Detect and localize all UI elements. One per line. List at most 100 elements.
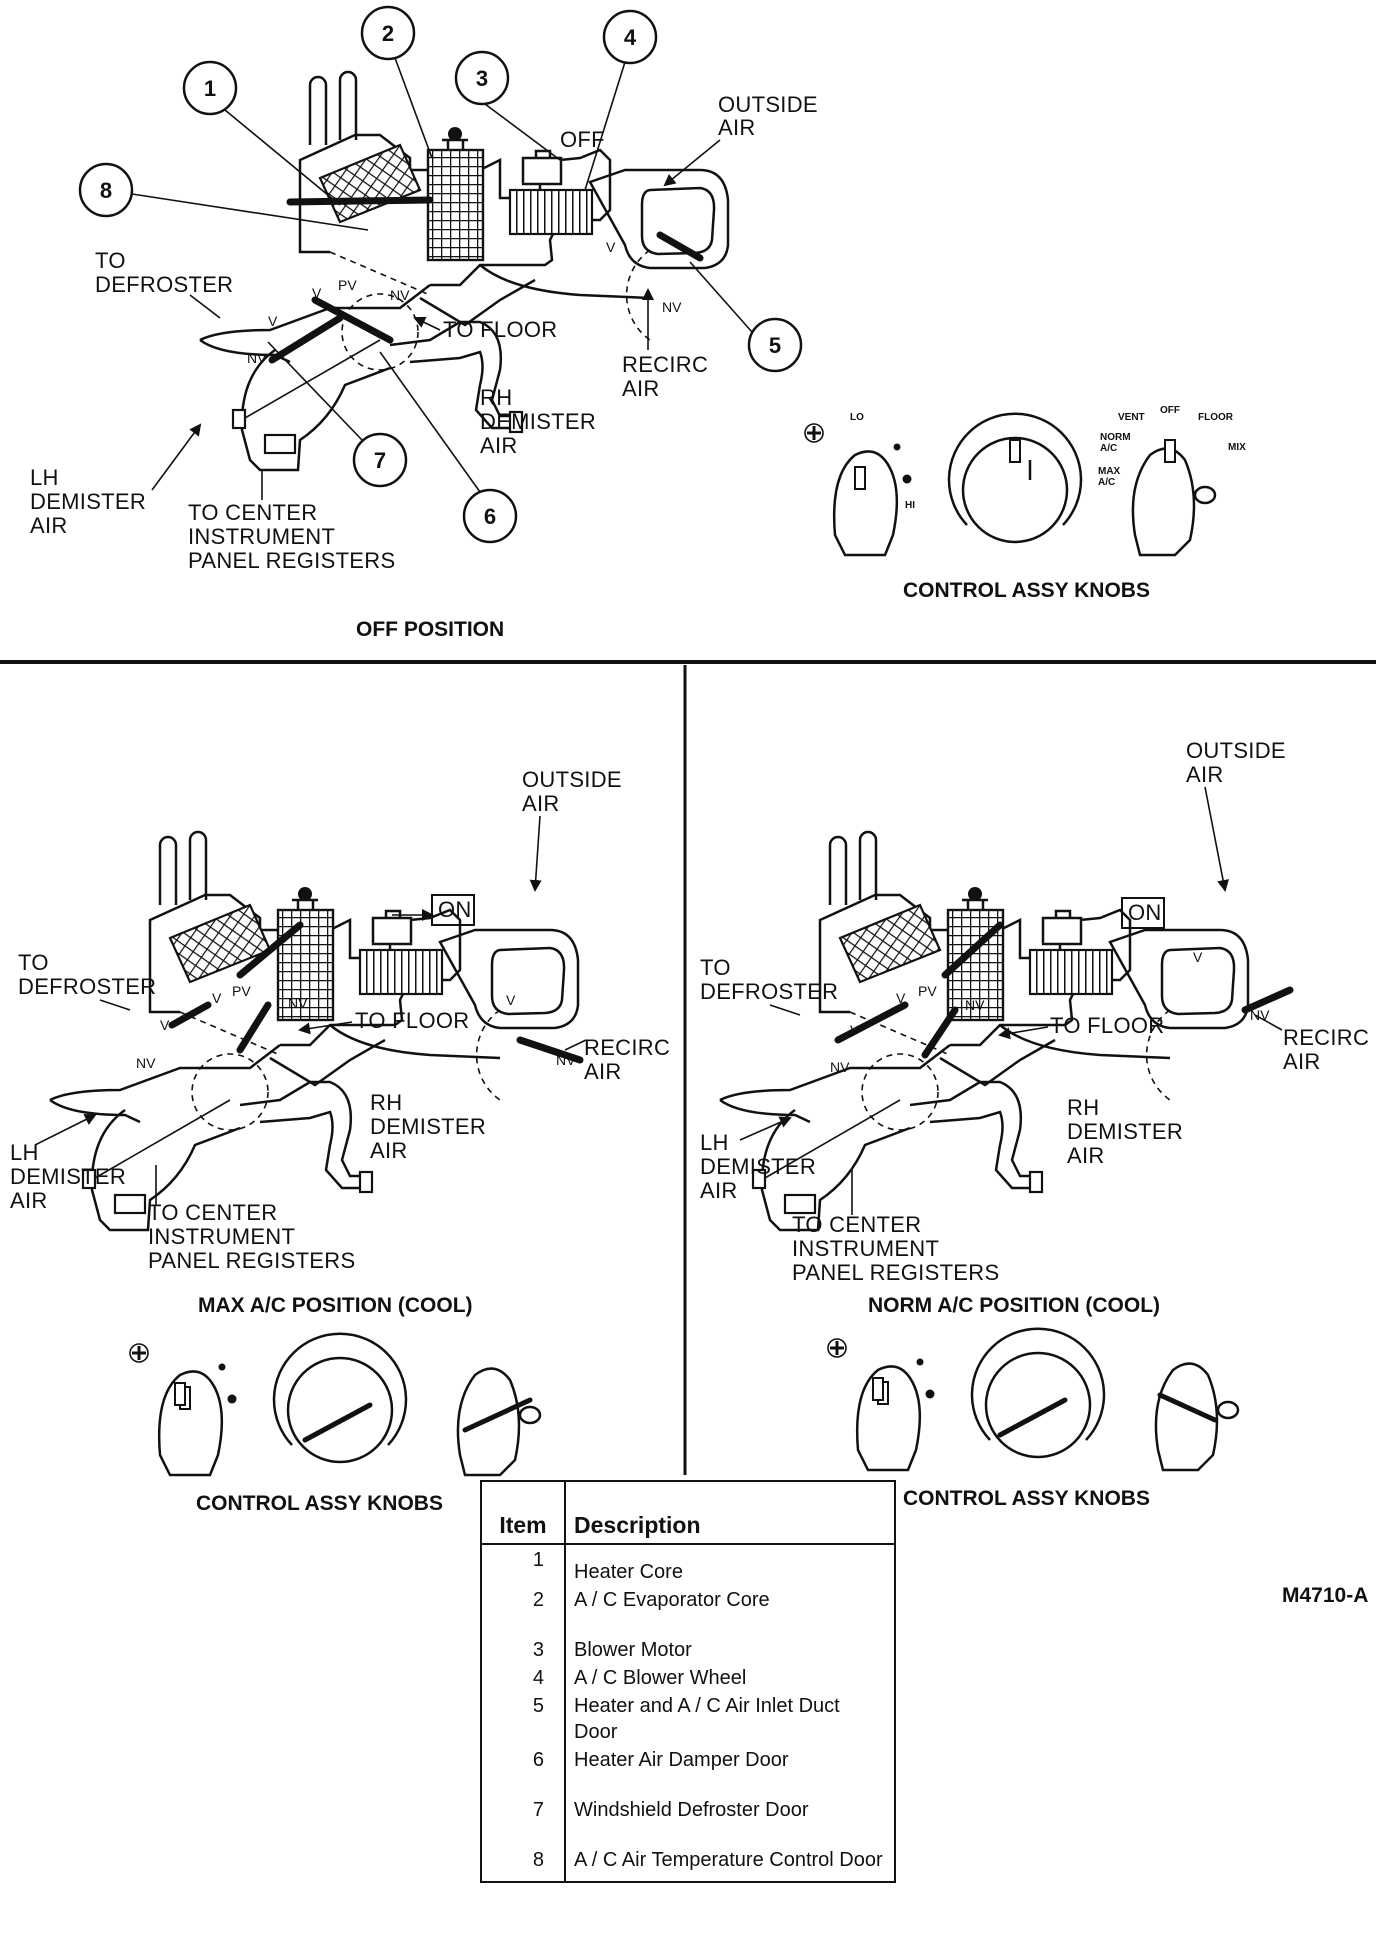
svg-text:2: 2 [382,21,394,46]
svg-text:V: V [506,992,516,1008]
svg-text:RH: RH [1067,1095,1099,1120]
svg-text:OUTSIDE: OUTSIDE [1186,738,1286,763]
svg-text:DEMISTER: DEMISTER [30,489,146,514]
svg-text:TO CENTER: TO CENTER [188,500,317,525]
callout-1: 1 [182,60,238,116]
svg-text:NV: NV [556,1052,576,1068]
svg-text:NV: NV [1250,1007,1270,1023]
svg-text:AIR: AIR [700,1178,738,1203]
svg-text:INSTRUMENT: INSTRUMENT [792,1236,939,1261]
max-switch-label: ON [438,897,472,922]
svg-text:V: V [212,990,222,1006]
callout-2: 2 [360,5,416,61]
svg-text:DEFROSTER: DEFROSTER [700,979,838,1004]
svg-text:MIX: MIX [1228,442,1246,453]
svg-text:3: 3 [476,66,488,91]
svg-text:V: V [160,1017,170,1033]
off-control-knobs: LO HI VENT OFF FLOOR NORM A/C MAX A/C MI… [803,405,1246,602]
svg-text:RECIRC: RECIRC [1283,1025,1369,1050]
max-ac-caption: MAX A/C POSITION (COOL) [198,1294,473,1317]
damper-door-norm [921,1006,959,1059]
svg-text:PV: PV [338,277,357,293]
svg-text:CONTROL ASSY KNOBS: CONTROL ASSY KNOBS [196,1492,443,1515]
svg-text:V: V [268,313,278,329]
svg-text:DEFROSTER: DEFROSTER [95,272,233,297]
svg-text:DEFROSTER: DEFROSTER [18,974,156,999]
damper-door-max [236,1001,272,1054]
svg-text:8: 8 [100,178,112,203]
svg-text:DEMISTER: DEMISTER [370,1114,486,1139]
svg-text:OUTSIDE: OUTSIDE [522,767,622,792]
svg-text:TO: TO [95,248,126,273]
callout-6: 6 [462,488,518,544]
svg-text:AIR: AIR [718,115,756,140]
callout-5: 5 [747,317,803,373]
svg-text:AIR: AIR [1283,1049,1321,1074]
svg-text:PV: PV [918,983,937,999]
svg-text:AIR: AIR [30,513,68,538]
svg-text:DEMISTER: DEMISTER [480,409,596,434]
max-ac-position-view: ON OUTSIDE AIR TO DEFROSTER TO FLOOR REC… [10,767,670,1515]
svg-text:PANEL REGISTERS: PANEL REGISTERS [188,548,395,573]
svg-text:LH: LH [700,1130,729,1155]
svg-text:AIR: AIR [1067,1143,1105,1168]
off-switch-label: OFF [560,127,605,152]
legend-header-item: Item [481,1481,566,1545]
norm-ac-caption: NORM A/C POSITION (COOL) [868,1294,1160,1317]
svg-text:AIR: AIR [584,1059,622,1084]
svg-text:RECIRC: RECIRC [584,1035,670,1060]
figure-id: M4710-A [1282,1584,1368,1607]
svg-text:RH: RH [370,1090,402,1115]
svg-text:TO: TO [700,955,731,980]
svg-text:CONTROL ASSY KNOBS: CONTROL ASSY KNOBS [903,1487,1150,1510]
svg-text:INSTRUMENT: INSTRUMENT [188,524,335,549]
svg-text:MAX: MAX [1098,466,1121,477]
svg-text:AIR: AIR [522,791,560,816]
svg-text:V: V [896,990,906,1006]
svg-text:TO FLOOR: TO FLOOR [1050,1013,1164,1038]
svg-text:V: V [1193,949,1203,965]
off-position-view: 1 2 3 4 5 6 7 8 OFF OUTSIDE AIR TO DEFRO… [30,5,1246,641]
inlet-door-max [516,1036,584,1064]
defroster-door-off [311,296,394,344]
callout-4: 4 [602,9,658,65]
svg-text:TO CENTER: TO CENTER [792,1212,921,1237]
svg-text:V: V [312,285,322,301]
max-control-knobs: CONTROL ASSY KNOBS [128,1332,542,1515]
inlet-door-norm [1241,986,1294,1014]
svg-text:VENT: VENT [1118,412,1145,423]
temp-control-door-norm [941,921,1004,979]
norm-switch-label: ON [1128,900,1162,925]
svg-text:DEMISTER: DEMISTER [1067,1119,1183,1144]
svg-text:5: 5 [769,333,781,358]
norm-ac-position-view: ON OUTSIDE AIR TO DEFROSTER TO FLOOR REC… [700,738,1369,1510]
svg-text:AIR: AIR [480,433,518,458]
svg-text:NV: NV [965,997,985,1013]
svg-text:FLOOR: FLOOR [1198,412,1234,423]
svg-text:LH: LH [10,1140,39,1165]
svg-text:AIR: AIR [370,1138,408,1163]
defroster-door-max [168,1001,212,1029]
svg-text:RECIRC: RECIRC [622,352,708,377]
svg-text:AIR: AIR [1186,762,1224,787]
svg-text:CONTROL ASSY KNOBS: CONTROL ASSY KNOBS [903,579,1150,602]
svg-text:7: 7 [374,448,386,473]
svg-text:TO FLOOR: TO FLOOR [355,1008,469,1033]
svg-text:AIR: AIR [10,1188,48,1213]
svg-text:TO: TO [18,950,49,975]
svg-text:NV: NV [830,1059,850,1075]
svg-text:OUTSIDE: OUTSIDE [718,92,818,117]
svg-text:HI: HI [905,500,915,511]
svg-text:DEMISTER: DEMISTER [700,1154,816,1179]
svg-text:NV: NV [288,995,308,1011]
svg-text:DEMISTER: DEMISTER [10,1164,126,1189]
svg-text:RH: RH [480,385,512,410]
svg-text:AIR: AIR [622,376,660,401]
svg-text:NV: NV [390,287,410,303]
